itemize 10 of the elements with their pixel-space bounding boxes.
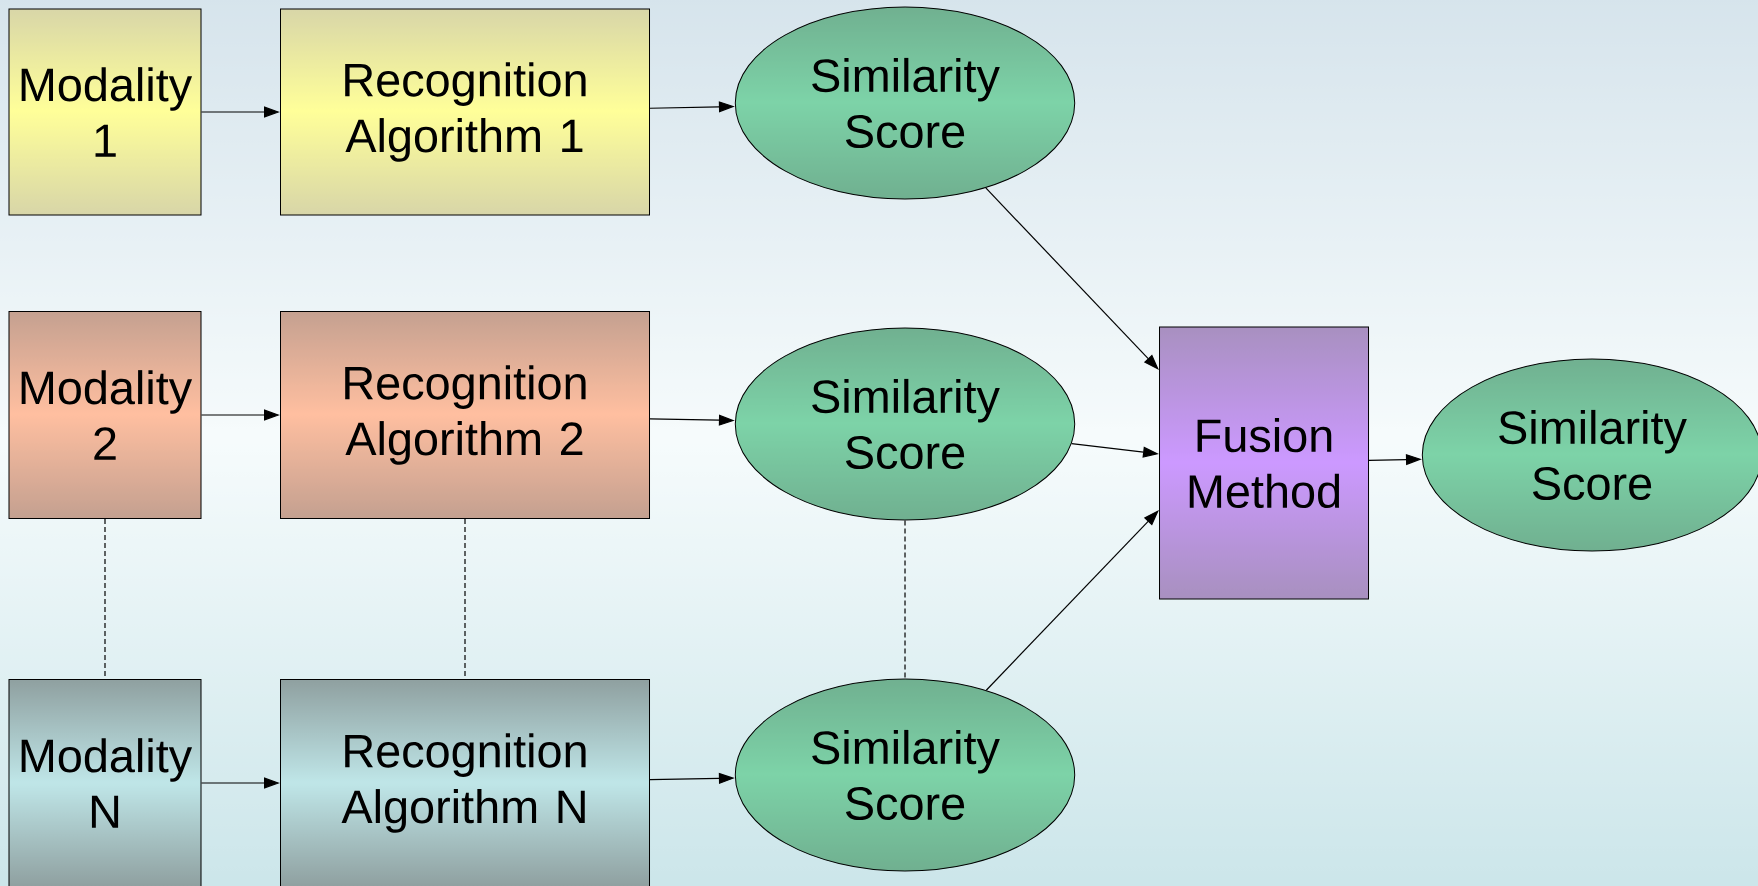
arrow (985, 510, 1159, 691)
process-box: Recognition Algorithm 1 (280, 8, 650, 216)
process-box: Modality 2 (8, 311, 202, 519)
process-box: Modality 1 (8, 8, 202, 216)
arrow (985, 187, 1159, 370)
process-box: Recognition Algorithm 2 (280, 311, 650, 519)
dashed-line (904, 519, 906, 680)
process-box: Recognition Algorithm N (280, 679, 650, 886)
process-box: Modality N (8, 679, 202, 886)
process-box: Fusion Method (1159, 326, 1369, 600)
